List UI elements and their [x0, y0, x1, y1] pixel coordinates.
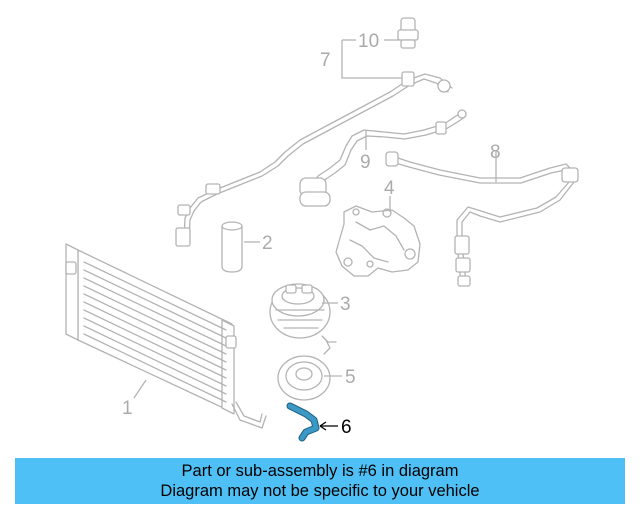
callout-numbers: 1 2 3 4 5 6 7 8 9 10	[122, 31, 501, 438]
part-9-hose	[299, 109, 467, 207]
callout-5: 5	[345, 367, 356, 388]
parts-diagram: 1 2 3 4 5 6 7 8 9 10	[65, 17, 579, 442]
callout-2: 2	[262, 233, 273, 254]
banner-line-1: Part or sub-assembly is #6 in diagram	[181, 462, 459, 480]
callout-10: 10	[358, 31, 379, 52]
leader-lines	[133, 39, 497, 431]
part-4-bracket	[335, 205, 421, 277]
part-6-highlighted-hose	[286, 402, 320, 442]
part-7-ac-line	[175, 71, 453, 247]
banner-line-2: Diagram may not be specific to your vehi…	[160, 482, 480, 500]
callout-7: 7	[320, 50, 331, 71]
part-5-clutch	[277, 339, 331, 401]
part-8-discharge-line	[385, 151, 579, 287]
part-1-condenser	[65, 243, 267, 429]
callout-3: 3	[340, 294, 351, 315]
part-3-compressor	[269, 283, 337, 343]
callout-1: 1	[122, 398, 133, 419]
callout-6: 6	[341, 417, 352, 438]
part-10-pressure-switch	[397, 17, 419, 49]
part-2-receiver-drier	[221, 221, 243, 273]
callout-9: 9	[360, 152, 371, 173]
callout-4: 4	[384, 178, 395, 199]
callout-8: 8	[490, 142, 501, 163]
info-banner: Part or sub-assembly is #6 in diagram Di…	[15, 458, 625, 504]
